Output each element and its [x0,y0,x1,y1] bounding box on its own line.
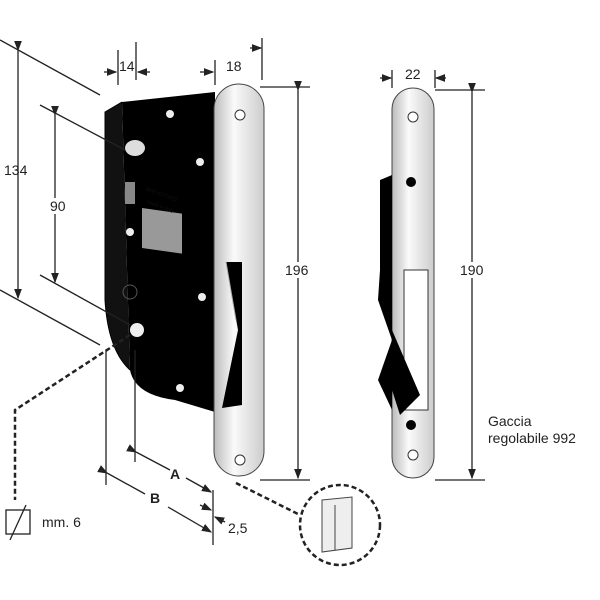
spindle-hole-upper [125,140,145,156]
dim-90: 90 [50,198,66,214]
detail-latch [321,496,353,553]
strike-caption-2: regolabile 992 [488,430,576,446]
cylinder-hole [122,284,138,300]
spindle-hole [130,323,144,337]
strike-caption-1: Gaccia [488,413,532,429]
dim-190: 190 [460,262,484,278]
dim-134: 134 [4,162,28,178]
dim-22: 22 [405,66,421,82]
dim-196: 196 [285,262,309,278]
square-spindle-icon [5,509,31,535]
dim-14: 14 [119,58,135,74]
latch-bolt [222,262,242,408]
spindle-size: mm. 6 [42,514,81,530]
dim-18: 18 [226,58,242,74]
dim-a: A [170,466,181,482]
dim-b: B [150,490,161,506]
dim-2-5: 2,5 [228,520,248,536]
label-plate [142,207,182,254]
body-back-edge [104,101,131,371]
lock-body [122,92,215,412]
detail-circle [298,483,382,567]
tab [125,182,135,204]
